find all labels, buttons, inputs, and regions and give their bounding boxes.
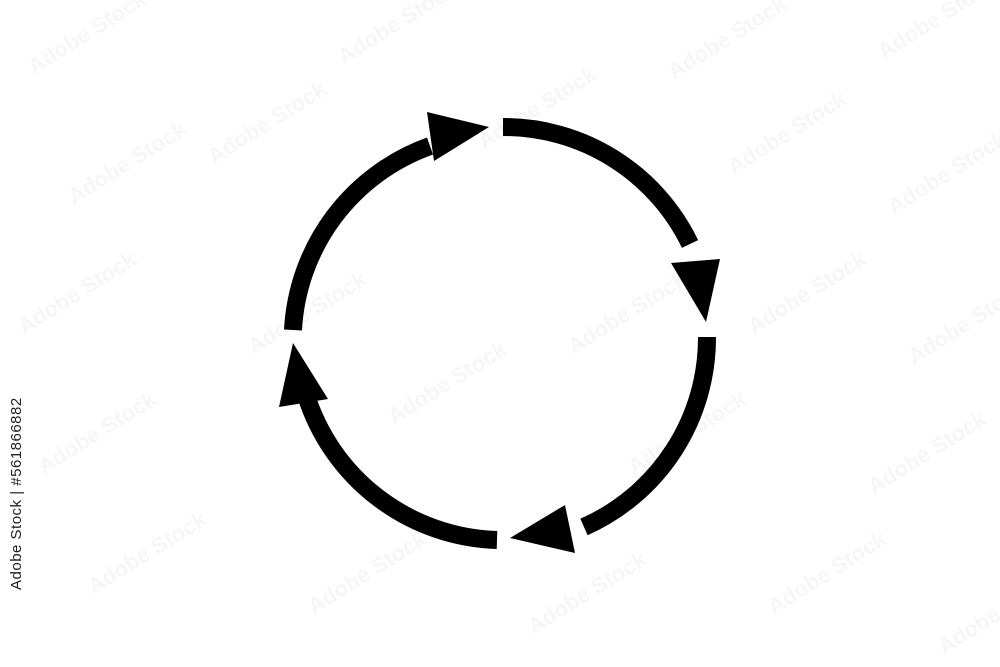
arrowhead-icon — [671, 259, 720, 322]
cycle-arrow-top-right — [502, 117, 720, 322]
cycle-arrow-bottom-right — [510, 336, 717, 553]
arrowhead-icon — [510, 505, 575, 553]
arrowhead-icon — [427, 112, 489, 161]
cycle-arrow-top-left — [284, 112, 489, 331]
arrow-shaft — [502, 117, 699, 248]
arrow-shaft — [297, 392, 498, 549]
stock-id-label: Adobe Stock | #561866882 — [8, 397, 25, 590]
arrow-shaft — [580, 336, 717, 536]
cycle-arrow-bottom-left — [279, 343, 498, 549]
arrow-shaft — [284, 137, 434, 331]
arrowhead-icon — [279, 343, 328, 407]
